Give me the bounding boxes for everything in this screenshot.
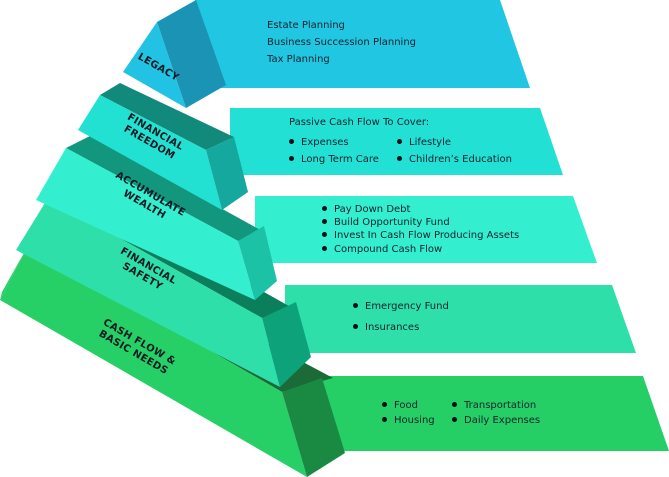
financial-freedom-item: Children’s Education bbox=[397, 155, 512, 165]
financial-freedom-item: Expenses bbox=[289, 138, 349, 148]
financial-freedom-heading: Passive Cash Flow To Cover: bbox=[289, 117, 430, 128]
financial-freedom-item: Lifestyle bbox=[397, 138, 451, 148]
accumulate-wealth-item: Compound Cash Flow bbox=[322, 245, 442, 255]
legacy-item: Estate Planning bbox=[267, 20, 345, 31]
basic-needs-item: Housing bbox=[382, 416, 435, 426]
legacy-item: Business Succession Planning bbox=[267, 37, 417, 48]
basic-needs-item: Transportation bbox=[452, 401, 536, 411]
accumulate-wealth-item: Pay Down Debt bbox=[322, 205, 410, 215]
pyramid-level-legacy bbox=[123, 0, 226, 108]
legacy-item: Tax Planning bbox=[267, 54, 330, 65]
financial-safety-item: Insurances bbox=[353, 323, 419, 333]
accumulate-wealth-item: Build Opportunity Fund bbox=[322, 218, 450, 228]
pyramid-level-accumulate-wealth bbox=[36, 136, 277, 300]
basic-needs-item: Daily Expenses bbox=[452, 416, 540, 426]
banner-legacy bbox=[195, 0, 530, 88]
basic-needs-item: Food bbox=[382, 401, 418, 411]
financial-freedom-item: Long Term Care bbox=[289, 155, 379, 165]
financial-safety-item: Emergency Fund bbox=[353, 302, 449, 312]
banner-financial-safety bbox=[285, 285, 636, 353]
banner-cash-flow-basic-needs bbox=[320, 376, 669, 451]
pyramid-level-financial-freedom bbox=[78, 83, 248, 210]
accumulate-wealth-item: Invest In Cash Flow Producing Assets bbox=[322, 231, 519, 241]
